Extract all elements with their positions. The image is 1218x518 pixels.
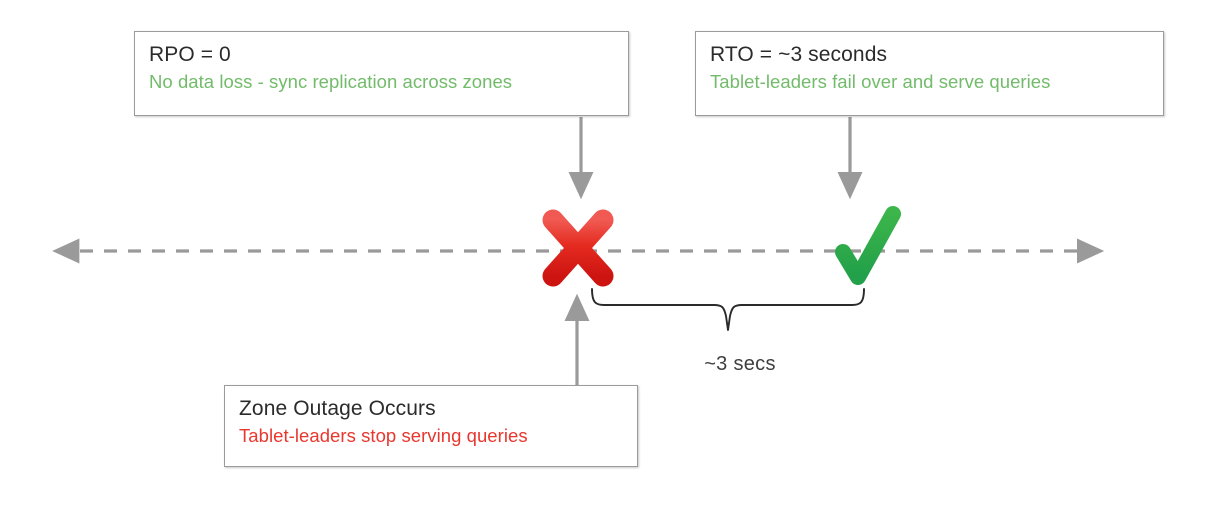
duration-label: ~3 secs — [704, 353, 776, 375]
callout-zone-outage: Zone Outage Occurs Tablet-leaders stop s… — [224, 385, 638, 467]
duration-brace — [591, 288, 865, 331]
callout-rto-subtitle: Tablet-leaders fail over and serve queri… — [710, 71, 1051, 92]
callout-rpo-title: RPO = 0 — [149, 43, 231, 66]
callout-rpo: RPO = 0 No data loss - sync replication … — [134, 31, 629, 116]
callout-outage-subtitle: Tablet-leaders stop serving queries — [239, 425, 528, 446]
callout-rto: RTO = ~3 seconds Tablet-leaders fail ove… — [695, 31, 1164, 116]
callout-rpo-subtitle: No data loss - sync replication across z… — [149, 71, 513, 92]
check-mark-icon — [835, 206, 901, 285]
callout-outage-title: Zone Outage Occurs — [239, 397, 436, 420]
x-mark-icon — [542, 209, 614, 287]
callout-rto-title: RTO = ~3 seconds — [710, 43, 888, 66]
